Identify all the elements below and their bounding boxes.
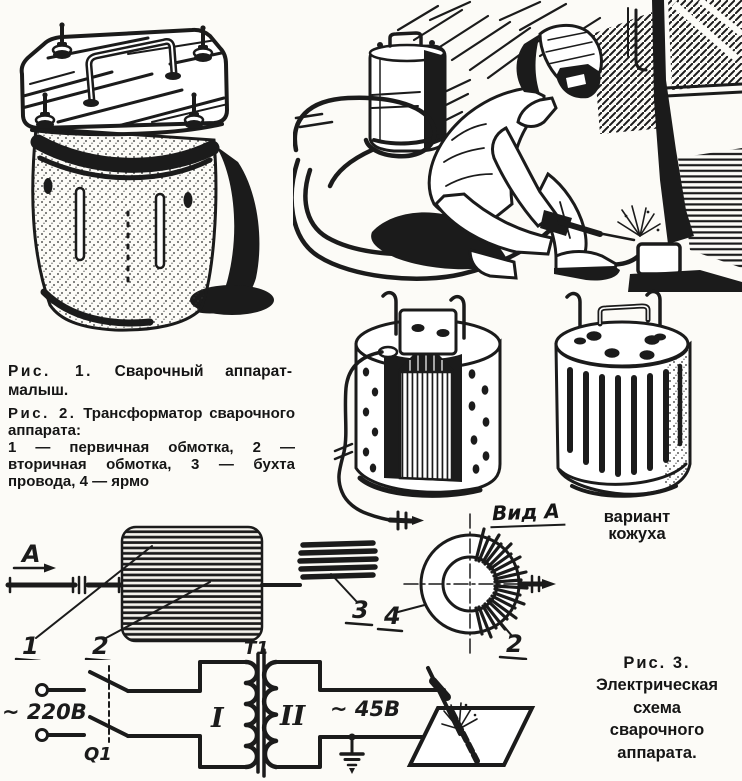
- transformer-cutaway-illustration: [333, 290, 502, 531]
- weld-sparks: [441, 702, 478, 730]
- welder-at-work-illustration: [293, 0, 742, 292]
- arc-sparks: [617, 205, 661, 237]
- wire-plug: [412, 516, 424, 525]
- part-label-yoke: 4: [383, 602, 401, 630]
- cover-caption-line2: кожуха: [608, 524, 666, 543]
- lid-bolts: [34, 22, 214, 129]
- part-label-secondary: 2: [92, 632, 109, 660]
- part-label-wire-coil: 3: [352, 596, 369, 624]
- fig2-caption: Рис. 2. Трансформатор сварочного аппарат…: [8, 405, 295, 490]
- fig3-caption-line: аппарата.: [617, 743, 697, 762]
- switch-q1: [88, 665, 130, 743]
- glove: [540, 210, 572, 236]
- fig2-caption-title: Трансформатор сварочного аппарата:: [8, 405, 295, 439]
- mask-window: [566, 74, 586, 88]
- lead-wire: [337, 350, 392, 522]
- toroid-windings: [474, 527, 529, 639]
- toroid-view: [403, 513, 556, 655]
- tank-illustration: [368, 31, 447, 153]
- shell-holes: [362, 367, 490, 474]
- primary-winding-label: I: [210, 703, 225, 734]
- welder-figure: [427, 24, 620, 281]
- cover-holes: [574, 331, 666, 360]
- wire-coil: [297, 540, 379, 580]
- view-a-title: Вид А: [489, 498, 566, 529]
- fig3-caption-line: сварочного: [609, 721, 705, 740]
- output-voltage-label: ~ 45В: [330, 697, 400, 721]
- transformer-t1: [243, 648, 279, 778]
- fig1-caption-label: Рис. 1.: [8, 363, 93, 380]
- cover-variant-caption: вариант кожуха: [588, 509, 686, 542]
- electrode: [596, 231, 636, 242]
- view-a-arrow-label: А: [20, 540, 41, 568]
- background-shadow: [592, 12, 664, 134]
- part-label-primary: 1: [22, 632, 39, 660]
- fig3-caption-line: схема: [633, 698, 681, 717]
- fig3-caption-line: Электрическая: [595, 676, 719, 695]
- input-voltage-label: ~ 220В: [2, 700, 87, 724]
- fig2-caption-legend: 1 — первичная обмотка, 2 — вторичная обм…: [8, 439, 295, 490]
- fig1-caption: Рис. 1. Сварочный аппарат-малыш.: [8, 362, 292, 400]
- part-label-toroid-secondary: 2: [506, 630, 523, 658]
- transformer-side-view-diagram: А 1 2 3 4 2: [5, 513, 556, 660]
- fig1-caption-text: Сварочный аппарат-малыш.: [8, 363, 292, 399]
- cover-slots: [567, 363, 683, 477]
- winding-block: [120, 525, 264, 643]
- welding-apparatus-illustration: [19, 22, 274, 332]
- electrical-schematic: ~ 220В Q1 Т1 I II ~ 45В: [2, 638, 536, 778]
- transformer-cover-variant-illustration: [554, 289, 692, 498]
- input-terminal-top: [35, 683, 49, 697]
- transformer-label: Т1: [244, 638, 269, 659]
- switch-label: Q1: [84, 744, 112, 765]
- ground-symbol: [339, 733, 365, 774]
- electrode-holder: [557, 219, 603, 237]
- cover-caption-line1: вариант: [603, 508, 671, 526]
- fig3-caption: Рис. 3. Электрическая схема сварочного а…: [574, 652, 740, 764]
- workpiece-plate: [406, 706, 536, 767]
- fig3-caption-label: Рис. 3.: [623, 654, 691, 672]
- electrode-holder: [429, 677, 451, 701]
- secondary-winding-label: II: [279, 701, 307, 732]
- vehicle-illustration: [627, 0, 742, 292]
- input-terminal-bottom: [35, 728, 49, 742]
- primary-coil: [243, 659, 260, 770]
- secondary-coil: [261, 659, 279, 770]
- welding-hood: [516, 34, 540, 94]
- fig2-caption-label: Рис. 2.: [8, 405, 77, 422]
